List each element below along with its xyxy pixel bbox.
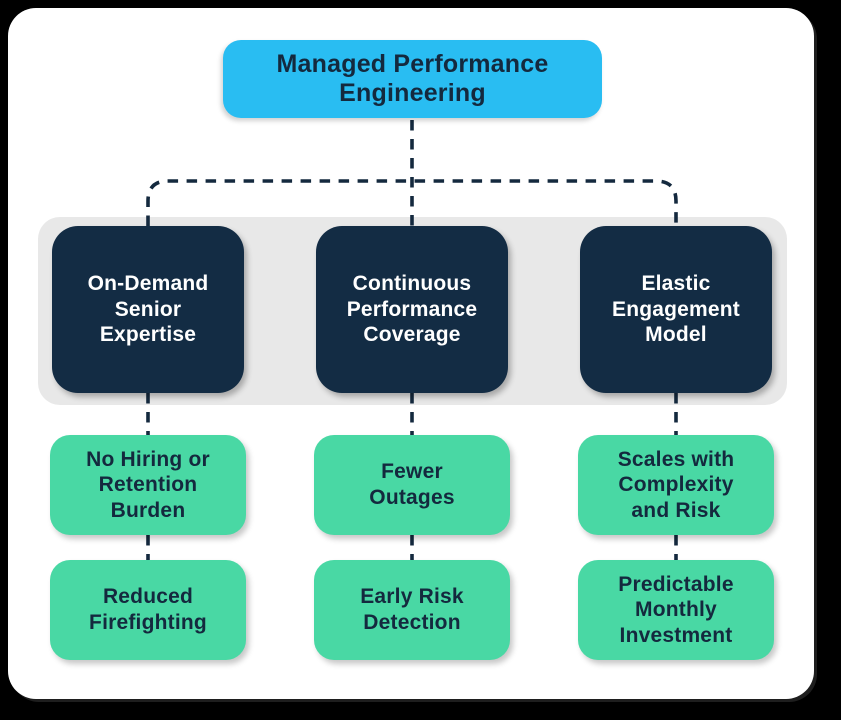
pillar-label: Elastic Engagement Model: [611, 272, 741, 347]
benefit-label: Scales with Complexity and Risk: [617, 447, 735, 522]
root-node-label: Managed Performance Engineering: [276, 50, 549, 107]
pillar-label: On-Demand Senior Expertise: [87, 272, 209, 347]
benefit-label: Reduced Firefighting: [89, 585, 207, 634]
benefit-label: Fewer Outages: [369, 460, 455, 509]
benefit-node-fewer-outages: Fewer Outages: [314, 435, 510, 535]
benefit-label: Early Risk Detection: [360, 585, 464, 634]
benefit-node-scales-with-complexity-and-risk: Scales with Complexity and Risk: [578, 435, 774, 535]
pillar-node-on-demand-senior-expertise: On-Demand Senior Expertise: [52, 226, 244, 393]
benefit-node-predictable-monthly-investment: Predictable Monthly Investment: [578, 560, 774, 660]
benefit-label: No Hiring or Retention Burden: [86, 447, 210, 522]
benefit-label: Predictable Monthly Investment: [618, 572, 734, 647]
pillar-node-continuous-performance-coverage: Continuous Performance Coverage: [316, 226, 508, 393]
root-node: Managed Performance Engineering: [223, 40, 602, 118]
benefit-node-no-hiring-or-retention-burden: No Hiring or Retention Burden: [50, 435, 246, 535]
benefit-node-reduced-firefighting: Reduced Firefighting: [50, 560, 246, 660]
pillar-node-elastic-engagement-model: Elastic Engagement Model: [580, 226, 772, 393]
pillar-label: Continuous Performance Coverage: [346, 272, 478, 347]
benefit-node-early-risk-detection: Early Risk Detection: [314, 560, 510, 660]
diagram-card: Managed Performance Engineering On-Deman…: [8, 8, 814, 699]
